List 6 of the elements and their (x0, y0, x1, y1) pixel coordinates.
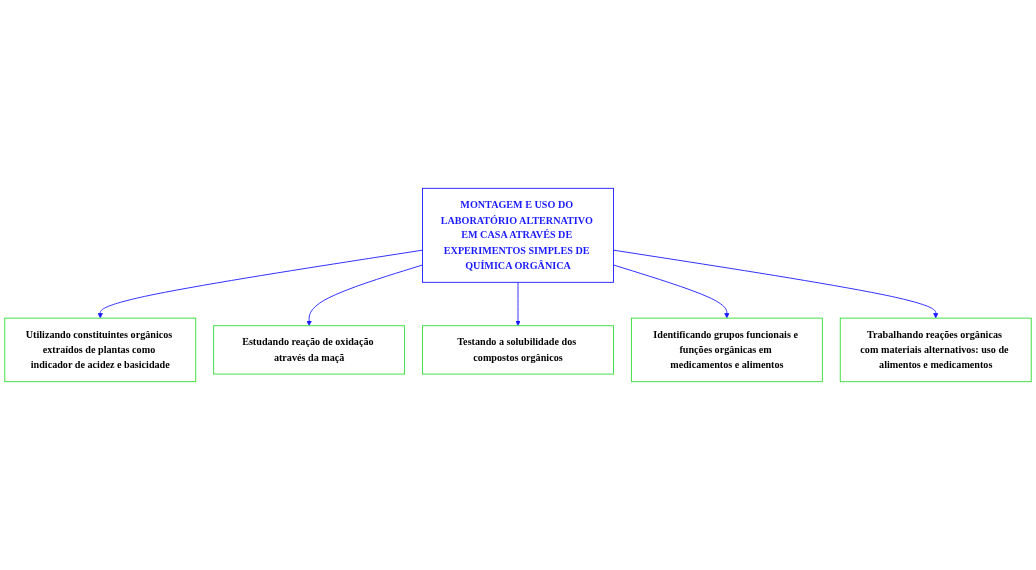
node-box: Trabalhando reações orgânicas com materiais alternativos: uso de alimentos e medicamentos (839, 317, 1032, 383)
node-box: Identificando grupos funcionais e funções orgânicas em medicamentos e alimentos (630, 317, 823, 383)
node-box: Utilizando constituintes orgânicos extraídos de plantas como indicador de acidez e basicidade (4, 317, 197, 383)
node-box: MONTAGEM E USO DO LABORATÓRIO ALTERNATIVO EM CASA ATRAVÉS DE EXPERIMENTOS SIMPLES DE QUÍMICA ORGÂNICA (422, 187, 614, 283)
node-box: Estudando reação de oxidação através da maçã (213, 325, 406, 375)
node-box: Testando a solubilidade dos compostos orgânicos (422, 325, 614, 375)
